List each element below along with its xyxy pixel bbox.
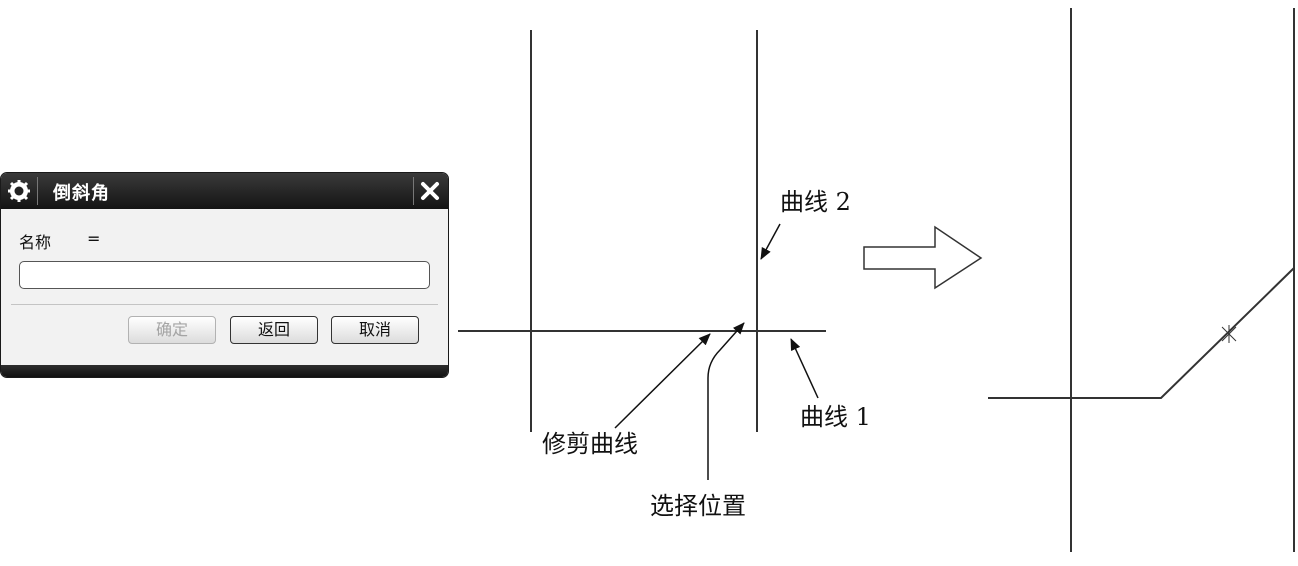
name-input[interactable]	[19, 261, 430, 289]
cancel-button[interactable]: 取消	[331, 316, 419, 344]
close-icon[interactable]	[418, 179, 442, 203]
transition-arrow-icon	[863, 225, 983, 290]
chamfered-curve	[988, 267, 1295, 399]
curve-2-leader	[760, 223, 781, 260]
name-label: 名称	[19, 233, 52, 252]
curve-2-label: 曲线 2	[780, 188, 851, 216]
trim-curve-leader	[614, 333, 711, 429]
title-separator	[37, 177, 38, 205]
curve-1-leader	[790, 338, 819, 399]
trim-curve-label: 修剪曲线	[542, 430, 638, 458]
select-position-leader	[707, 322, 745, 480]
dialog-title: 倒斜角	[53, 183, 110, 204]
chamfer-dialog: 倒斜角 名称 = 确定 返回 取消	[0, 172, 449, 378]
close-separator	[413, 177, 414, 205]
chamfer-midpoint-marker	[1221, 325, 1237, 343]
gear-icon	[7, 179, 31, 203]
back-button[interactable]: 返回	[230, 316, 318, 344]
name-equals: =	[87, 229, 101, 248]
select-position-label: 选择位置	[650, 492, 746, 520]
ok-button[interactable]: 确定	[128, 316, 216, 344]
dialog-divider	[11, 304, 438, 305]
dialog-bottom-bar	[1, 365, 448, 377]
dialog-titlebar[interactable]: 倒斜角	[1, 173, 448, 209]
curve-1-label: 曲线 1	[800, 403, 871, 431]
